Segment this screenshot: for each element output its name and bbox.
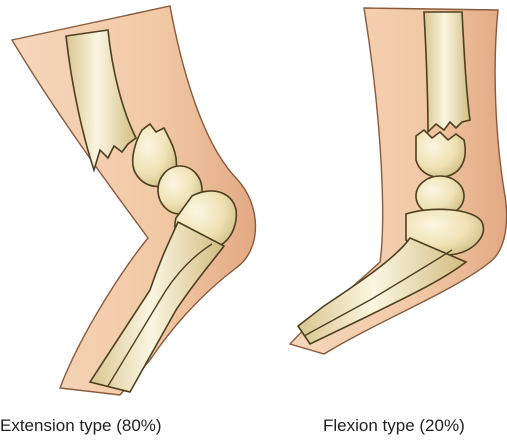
extension-type-caption: Extension type (80%)	[0, 416, 162, 436]
flexion-type-panel: Flexion type (20%)	[260, 0, 507, 444]
distal-humerus-fragment	[416, 130, 465, 177]
extension-type-panel: Extension type (80%)	[0, 0, 260, 444]
arm-skin	[290, 8, 507, 354]
extension-type-illustration	[0, 0, 260, 444]
flexion-type-caption: Flexion type (20%)	[323, 416, 465, 436]
flexion-type-illustration	[260, 0, 507, 444]
humerus-shaft	[424, 12, 470, 132]
